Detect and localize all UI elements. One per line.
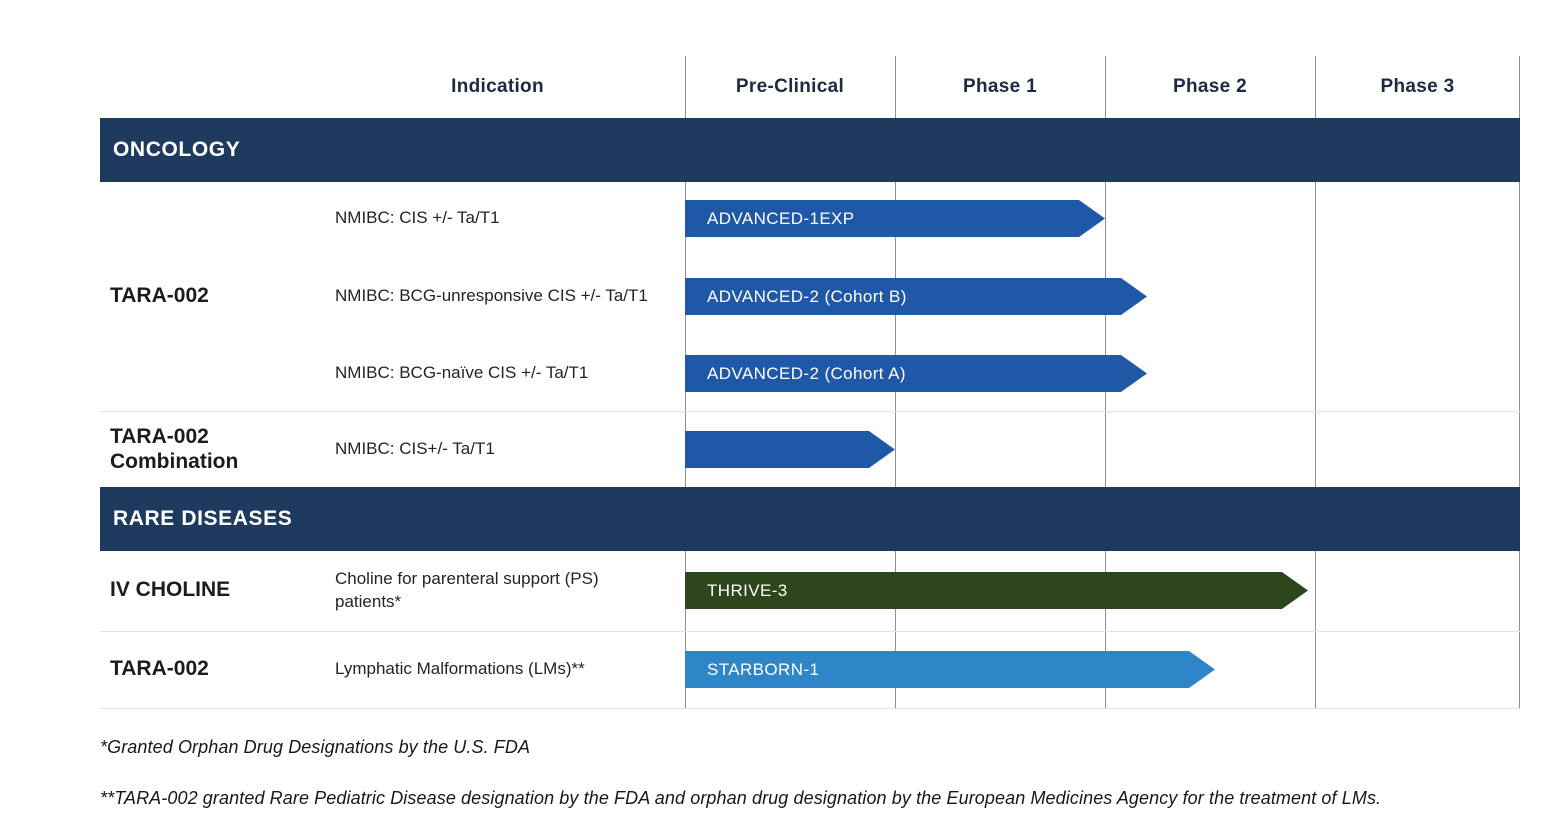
- indication-label: Lymphatic Malformations (LMs)**: [335, 659, 585, 679]
- section-label: ONCOLOGY: [113, 138, 241, 161]
- drug-label-tara-002-combination: TARA-002 Combination: [110, 425, 239, 473]
- trial-bar-advanced-1exp: ADVANCED-1EXP: [685, 200, 1105, 237]
- row-divider: [100, 411, 1520, 412]
- column-header-indication: Indication: [451, 76, 544, 97]
- trial-bar-label: ADVANCED-2 (Cohort B): [707, 286, 907, 306]
- row-divider: [100, 708, 1520, 709]
- section-header-oncology: ONCOLOGY: [100, 118, 1520, 182]
- column-header-preclinical: Pre-Clinical: [735, 76, 845, 97]
- section-header-rare-diseases: RARE DISEASES: [100, 487, 1520, 551]
- row-divider: [100, 631, 1520, 632]
- trial-bar-thrive-3: THRIVE-3: [685, 572, 1308, 609]
- indication-label: NMIBC: BCG-unresponsive CIS +/- Ta/T1: [335, 286, 648, 306]
- grid-line-vertical: [1315, 56, 1316, 708]
- drug-label-tara-002-lms: TARA-002: [110, 657, 209, 681]
- trial-bar-starborn-1: STARBORN-1: [685, 651, 1215, 688]
- indication-label: Choline for parenteral support (PS) pati…: [335, 568, 599, 611]
- trial-bar-advanced-2-cohort-b: ADVANCED-2 (Cohort B): [685, 278, 1147, 315]
- trial-bar-tara-002-combination: [685, 431, 895, 468]
- indication-label: NMIBC: CIS+/- Ta/T1: [335, 439, 495, 459]
- footnote-rare-pediatric: **TARA-002 granted Rare Pediatric Diseas…: [100, 788, 1382, 808]
- grid-line-vertical: [1519, 56, 1520, 708]
- drug-label-iv-choline: IV CHOLINE: [110, 578, 231, 602]
- column-header-phase-1: Phase 1: [963, 76, 1037, 97]
- indication-label: NMIBC: CIS +/- Ta/T1: [335, 208, 500, 228]
- footnote-orphan-drug: *Granted Orphan Drug Designations by the…: [100, 737, 531, 757]
- trial-bar-advanced-2-cohort-a: ADVANCED-2 (Cohort A): [685, 355, 1147, 392]
- trial-bar-label: THRIVE-3: [707, 580, 788, 600]
- trial-bar-label: ADVANCED-2 (Cohort A): [707, 363, 906, 383]
- trial-bar-label: ADVANCED-1EXP: [707, 208, 855, 228]
- column-header-phase-3: Phase 3: [1380, 76, 1455, 97]
- drug-label-tara-002: TARA-002: [110, 284, 209, 308]
- indication-label: NMIBC: BCG-naïve CIS +/- Ta/T1: [335, 363, 589, 383]
- section-label: RARE DISEASES: [113, 507, 293, 530]
- column-header-phase-2: Phase 2: [1173, 76, 1247, 97]
- trial-bar-label: STARBORN-1: [707, 659, 820, 679]
